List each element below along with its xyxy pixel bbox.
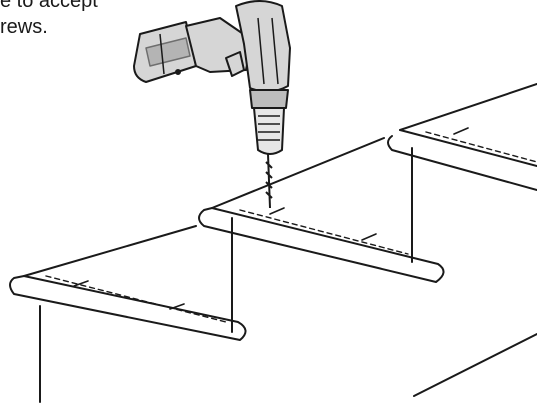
upper-tread-dashed-line: [425, 131, 537, 163]
cordless-drill-icon: [133, 0, 291, 209]
upper-step: [387, 83, 537, 191]
upper-tread-back-edge: [399, 83, 537, 131]
upper-tread-front-top: [399, 129, 537, 167]
upper-screw-marks: [453, 127, 469, 135]
middle-tread-back-edge: [211, 137, 385, 209]
drill-bit-icon: [265, 153, 273, 209]
caption-line-2: rews.: [0, 16, 48, 38]
stair-side-stringer: [413, 333, 537, 397]
upper-stair-nose: [387, 135, 537, 191]
middle-step: [198, 137, 445, 283]
instruction-caption: e to accept rews.: [0, 0, 98, 40]
drill-trigger: [225, 51, 245, 77]
drill-clutch-collar: [249, 89, 289, 109]
middle-stair-nose: [198, 207, 445, 283]
lower-stair-nose: [9, 275, 247, 341]
lower-tread-dashed-line: [45, 275, 227, 323]
drill-chuck: [253, 107, 285, 155]
lower-tread-back-edge: [23, 225, 197, 277]
lower-step: [9, 217, 247, 403]
caption-line-1: e to accept: [0, 0, 98, 12]
middle-tread-dashed-line: [239, 209, 409, 255]
lower-screw-marks: [73, 280, 185, 310]
middle-screw-marks: [269, 207, 377, 241]
